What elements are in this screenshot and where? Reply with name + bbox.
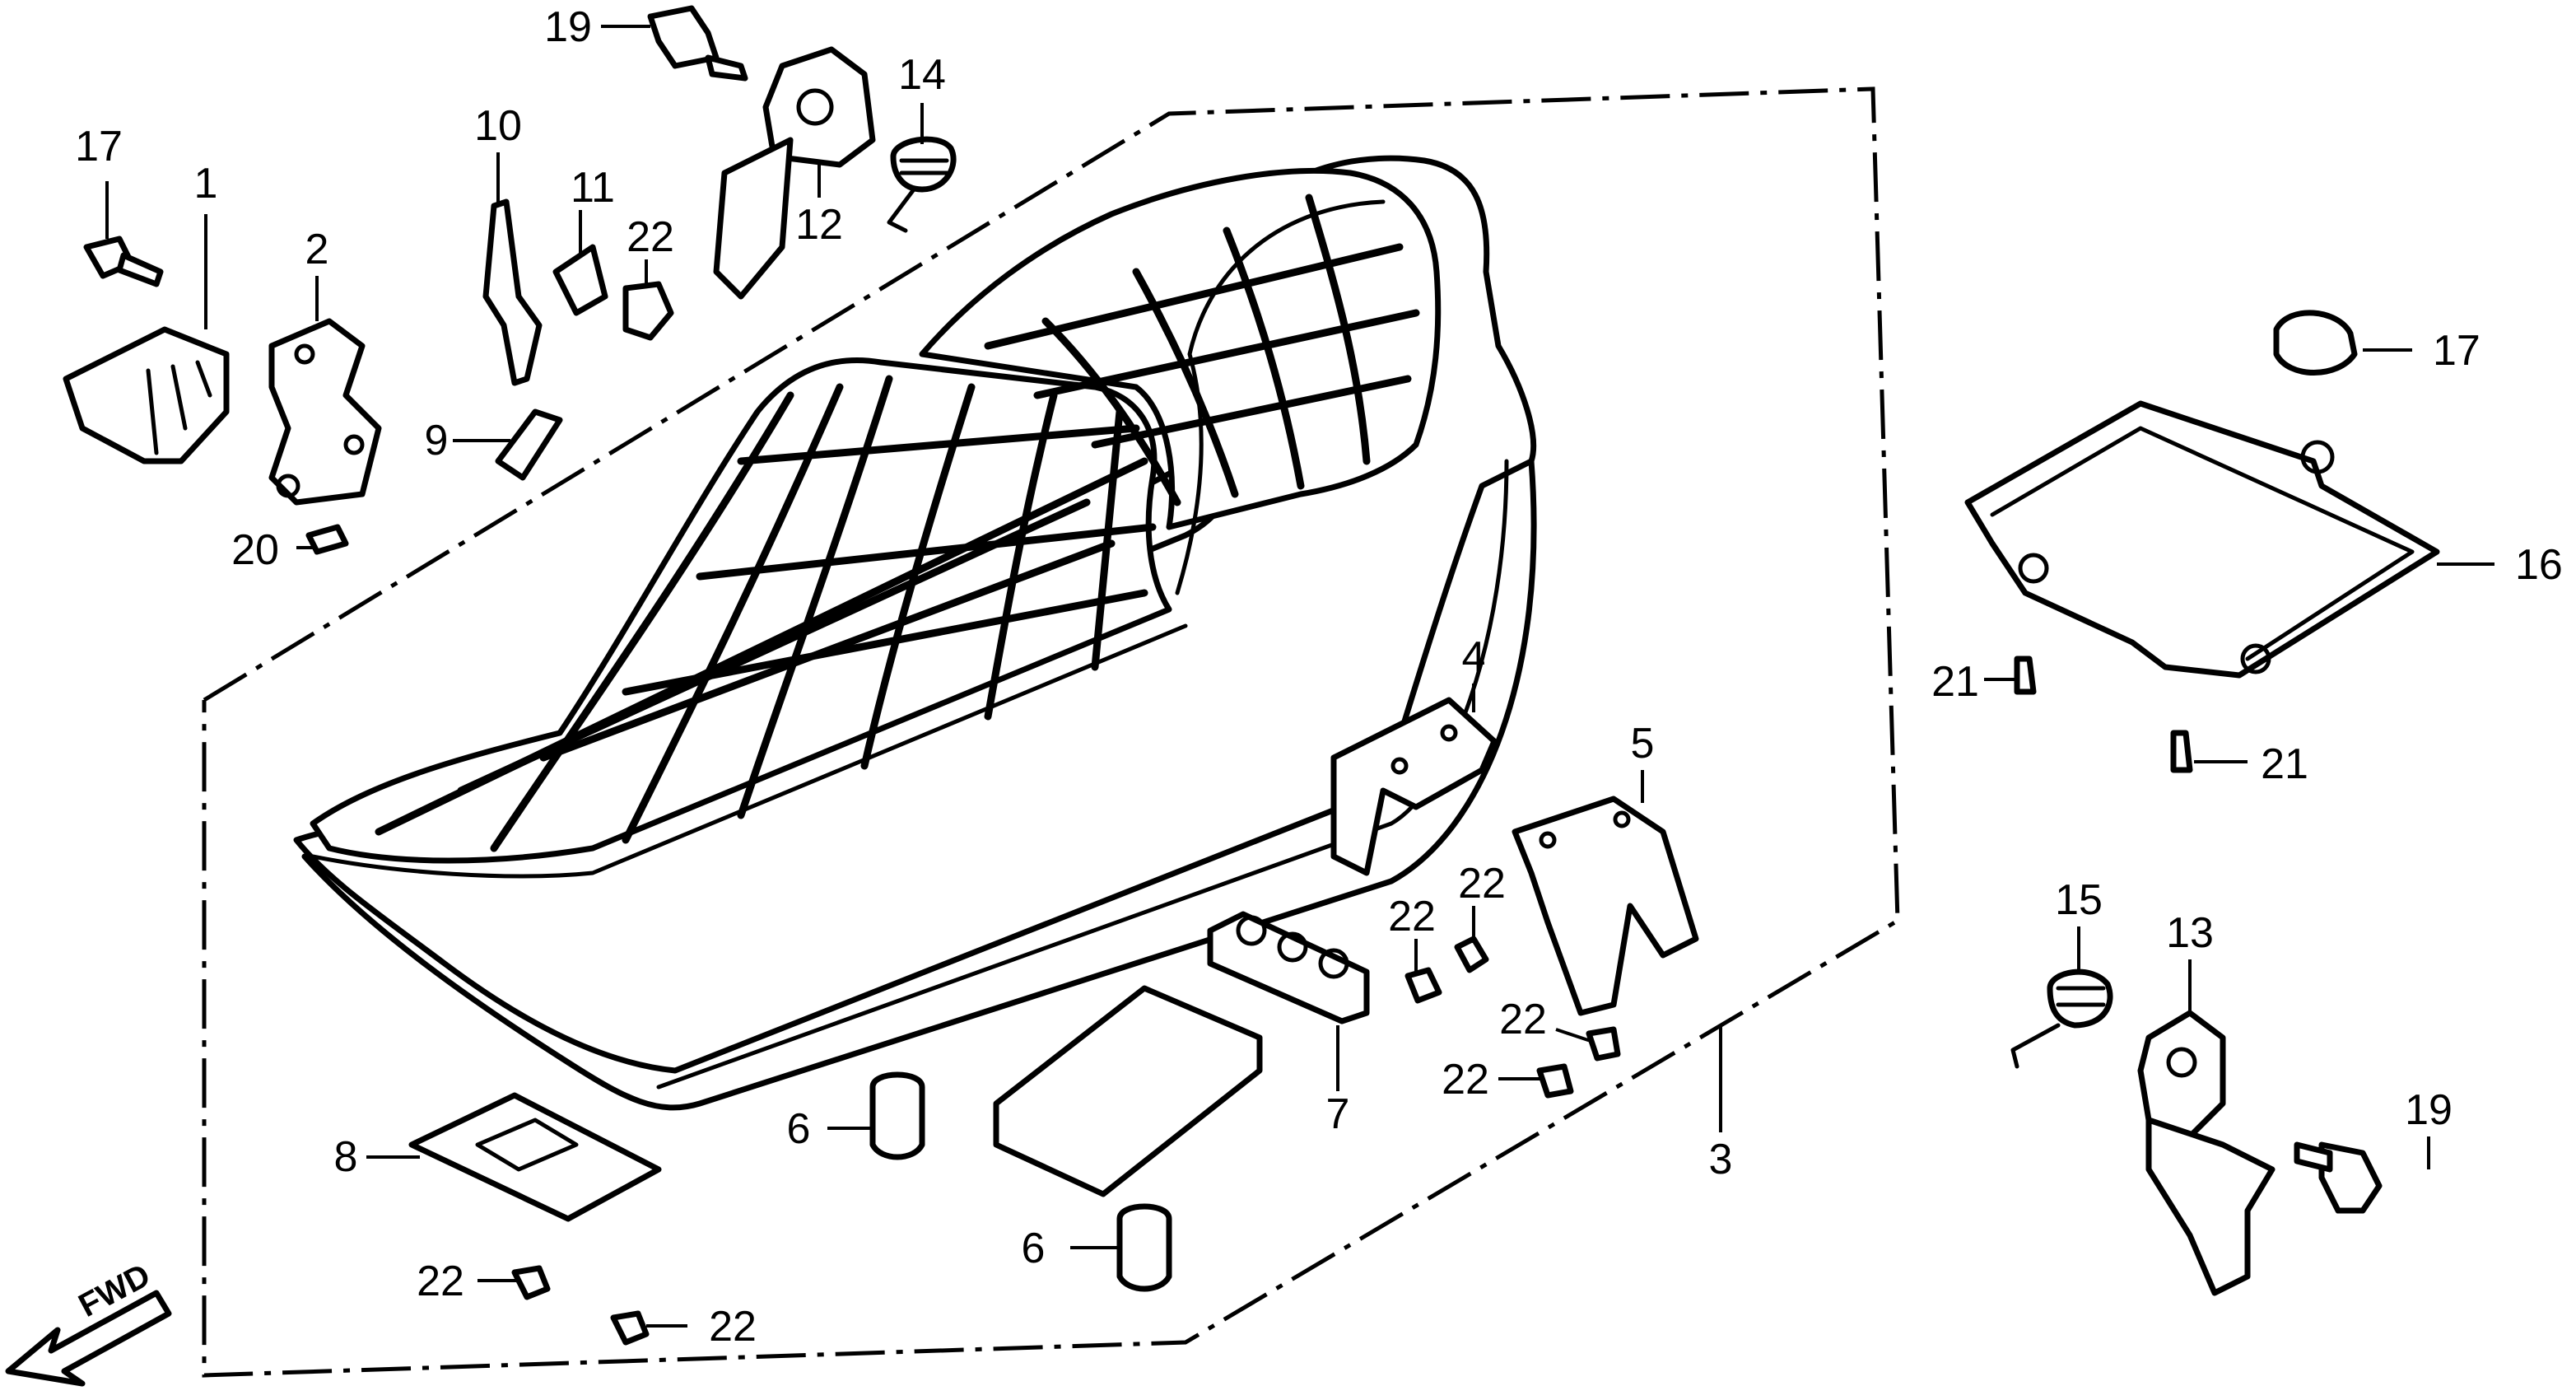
nut-22-c	[1404, 967, 1442, 1004]
block-7	[1207, 911, 1370, 1024]
bracket-5	[1512, 796, 1699, 1016]
pin-19-b	[2294, 1141, 2383, 1214]
plate-8	[408, 1092, 662, 1222]
callout-9: 9	[425, 417, 449, 464]
callout-2: 2	[305, 226, 329, 273]
callout-15: 15	[2055, 876, 2103, 924]
tray-16	[1964, 400, 2440, 679]
callout-22-b: 22	[1388, 893, 1436, 940]
callout-14: 14	[898, 51, 946, 99]
callout-7: 7	[1326, 1090, 1350, 1138]
seat-front-quilting	[375, 375, 1157, 852]
nut-22-g	[610, 1310, 650, 1346]
callout-22-a: 22	[627, 213, 674, 261]
callout-10: 10	[474, 102, 522, 150]
leader-lines	[105, 25, 2494, 1328]
nut-22-f	[511, 1265, 551, 1300]
callout-8: 8	[334, 1133, 358, 1181]
callout-22-e: 22	[1442, 1056, 1489, 1104]
callout-5: 5	[1631, 720, 1655, 768]
nut-22-b	[1454, 936, 1489, 973]
callout-12: 12	[795, 201, 843, 249]
fwd-direction-marker: FWD	[5, 1257, 172, 1387]
pin-19-a	[647, 5, 748, 82]
seat-rear-quilting	[984, 194, 1420, 506]
callout-22-d: 22	[1499, 996, 1547, 1043]
callout-19-b: 19	[2405, 1086, 2453, 1134]
callout-labels: 17 1 2 3 4 5 6 6 7 8 9 10 11 12 13 14 15…	[75, 3, 2563, 1351]
callout-3: 3	[1709, 1136, 1733, 1183]
callout-22-g: 22	[709, 1303, 757, 1351]
callout-4: 4	[1462, 633, 1486, 681]
grommet-17	[2273, 310, 2358, 376]
battery-pad	[993, 985, 1263, 1197]
callout-17: 17	[2433, 327, 2481, 375]
spring-15	[2010, 968, 2113, 1069]
callout-20: 20	[231, 526, 279, 574]
seat-assembly	[293, 155, 1537, 1111]
callout-22-f: 22	[417, 1258, 464, 1305]
stopper-6-a	[869, 1071, 925, 1160]
callout-19-a: 19	[544, 3, 592, 51]
stopper-6-b	[1116, 1203, 1172, 1292]
latch-plate-2	[268, 318, 382, 506]
callout-18: 17	[75, 123, 123, 170]
callout-6-a: 6	[787, 1105, 811, 1153]
callout-11: 11	[571, 164, 615, 212]
bolt-20	[305, 524, 349, 555]
seat-piping-front	[310, 623, 1188, 879]
screw-21-b	[2170, 730, 2193, 773]
callout-21-a: 21	[1931, 658, 1979, 706]
callout-6-b: 6	[1022, 1225, 1046, 1272]
clip-9	[495, 408, 563, 481]
nut-22-e	[1536, 1063, 1574, 1099]
callout-13: 13	[2166, 909, 2214, 957]
seat-latch-1	[63, 326, 230, 464]
callout-22-c: 22	[1458, 860, 1506, 908]
catch-13	[2137, 1010, 2276, 1296]
bracket-4	[1330, 697, 1498, 876]
nut-22-d	[1586, 1026, 1621, 1062]
bolt-18	[83, 236, 164, 287]
spring-14	[887, 136, 957, 233]
nut-22-a	[622, 281, 674, 341]
arrow-down-left-icon	[5, 1290, 172, 1387]
clamp-11	[552, 244, 608, 316]
assembly-boundary-line	[202, 86, 1900, 1378]
screw-21-a	[2014, 656, 2037, 695]
cable-10	[482, 198, 543, 386]
callout-21-b: 21	[2261, 740, 2308, 788]
seat-piping-rear	[1175, 199, 1386, 595]
seat-piping-side	[656, 459, 1509, 1090]
catch-12	[713, 46, 876, 300]
callout-1: 1	[194, 160, 218, 208]
callout-16: 16	[2515, 541, 2563, 589]
